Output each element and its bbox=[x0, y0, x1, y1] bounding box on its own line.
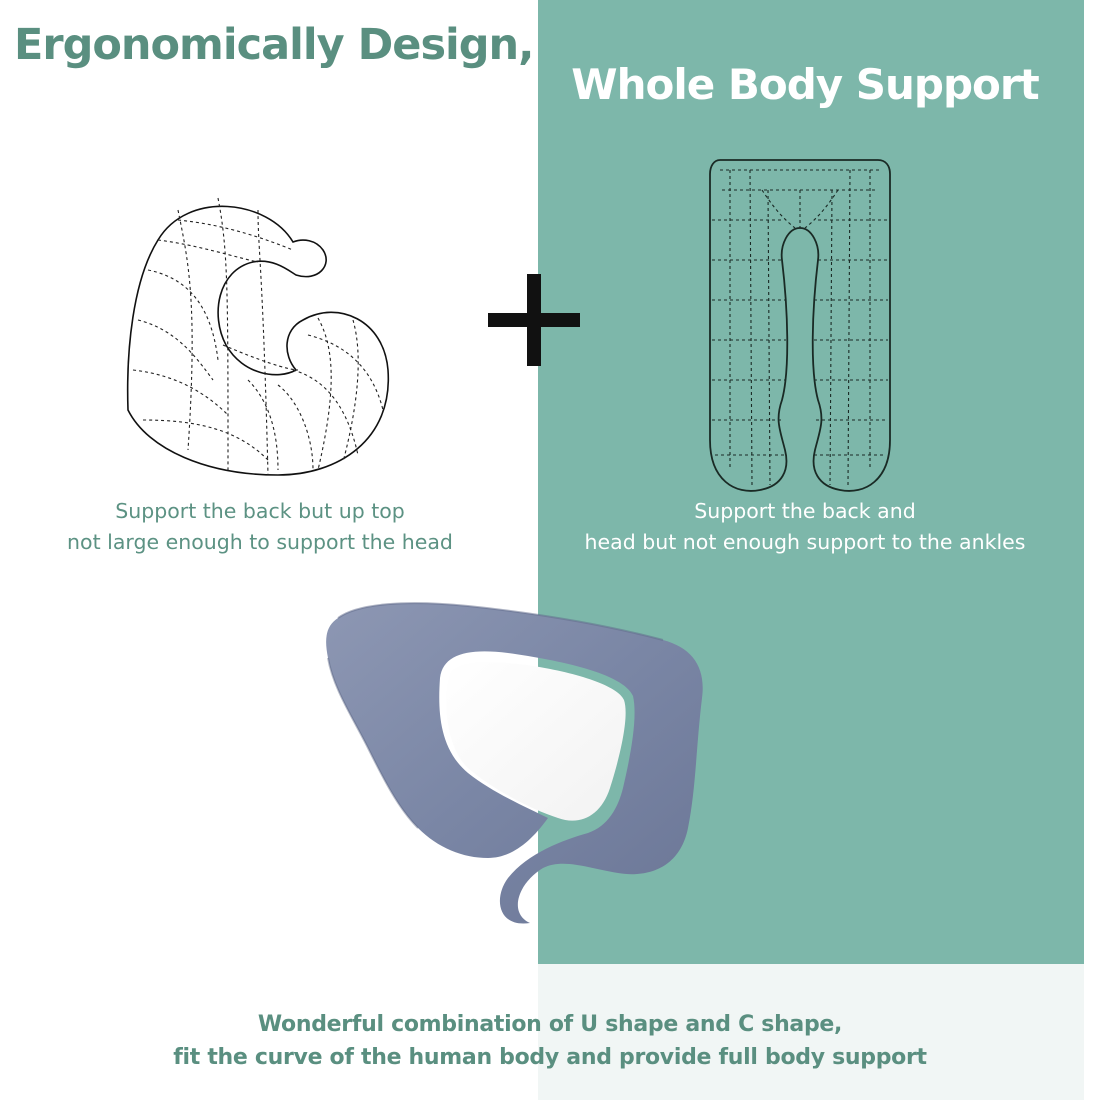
footer-line2: fit the curve of the human body and prov… bbox=[173, 1045, 927, 1070]
light-background-strip bbox=[538, 964, 1084, 1100]
footer-line1: Wonderful combination of U shape and C s… bbox=[257, 1012, 843, 1037]
heading-whole-body-support: Whole Body Support bbox=[571, 60, 1039, 109]
c-shape-caption-line2: not large enough to support the head bbox=[67, 530, 453, 554]
u-shape-caption-line2: head but not enough support to the ankle… bbox=[584, 530, 1026, 554]
c-shape-caption: Support the back but up top not large en… bbox=[20, 496, 500, 558]
plus-icon bbox=[488, 274, 580, 366]
c-shape-caption-line1: Support the back but up top bbox=[115, 499, 405, 523]
u-shape-pillow-wireframe-icon bbox=[709, 159, 891, 492]
footer-description: Wonderful combination of U shape and C s… bbox=[60, 1008, 1040, 1074]
c-shape-pillow-wireframe-icon bbox=[126, 197, 389, 476]
heading-ergonomic-design: Ergonomically Design, bbox=[14, 20, 535, 70]
u-shape-caption: Support the back and head but not enough… bbox=[540, 496, 1070, 558]
combination-pillow-image bbox=[326, 602, 703, 924]
u-shape-caption-line1: Support the back and bbox=[694, 499, 916, 523]
